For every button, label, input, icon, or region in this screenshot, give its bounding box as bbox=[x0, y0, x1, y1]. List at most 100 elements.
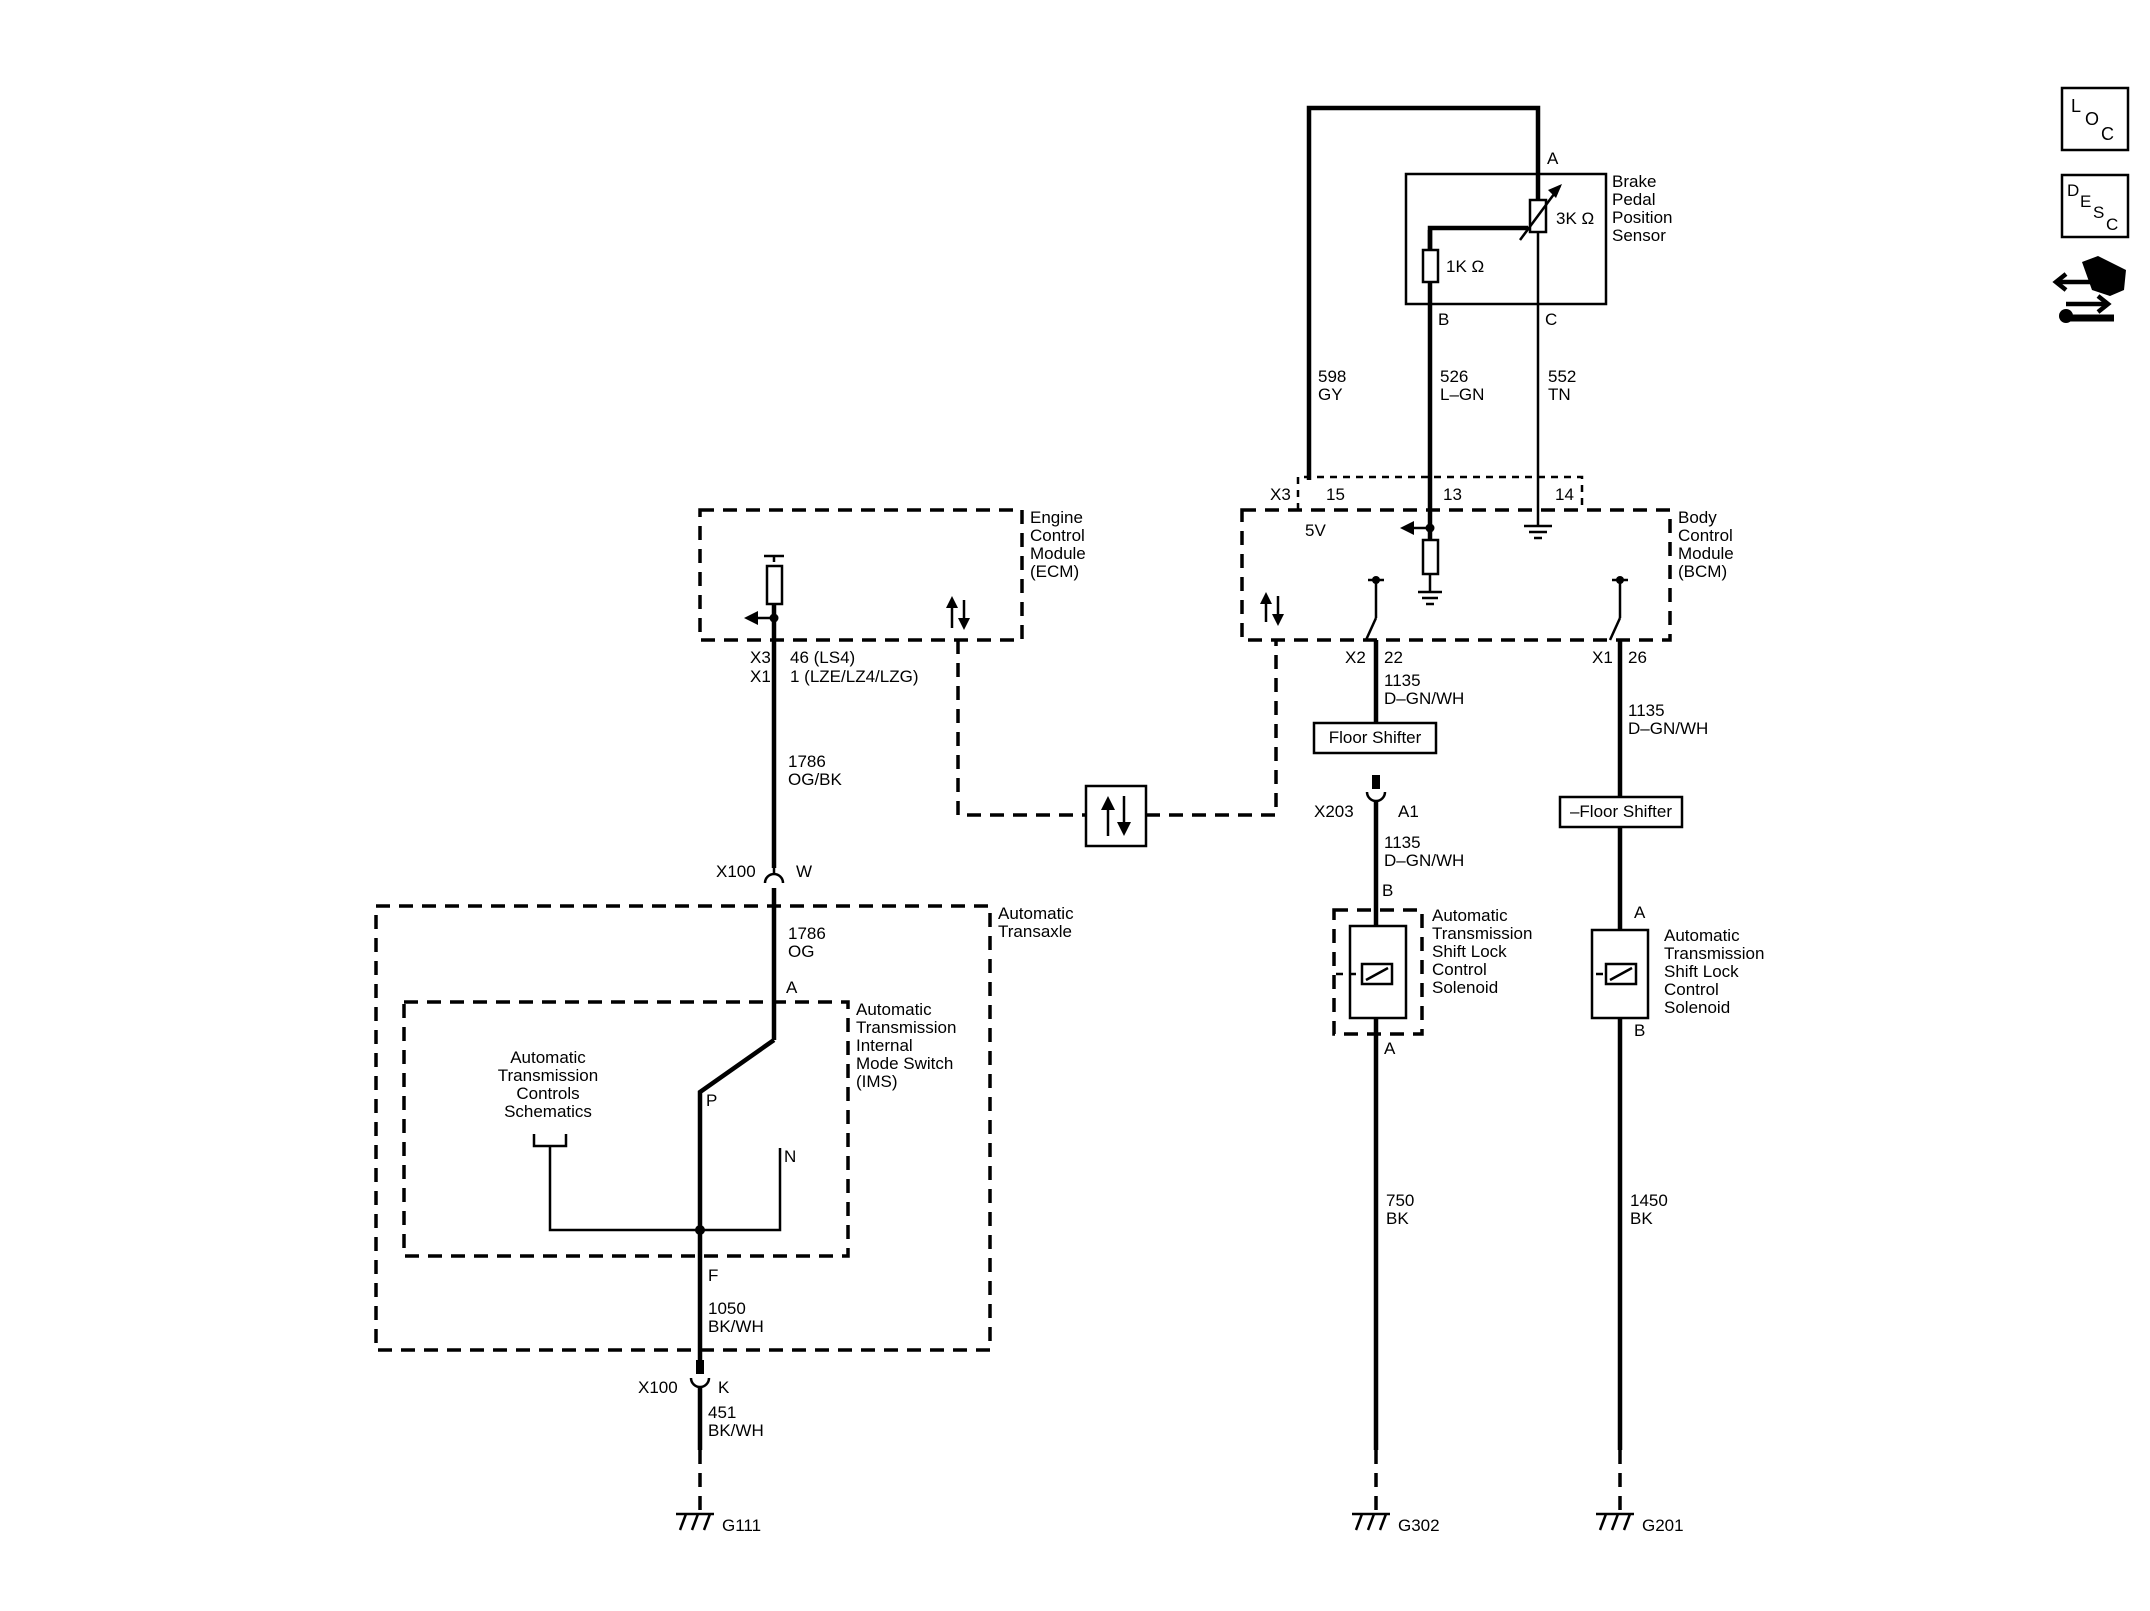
body-control-module: X3 15 13 14 5V Body Control Module (BCM) bbox=[1240, 475, 1734, 667]
mid-solenoid-3: Shift Lock bbox=[1432, 942, 1507, 961]
brake-pedal-position-sensor: 1K Ω 3K Ω A B C Brake Pedal Position Sen… bbox=[1404, 149, 1672, 329]
mid-solenoid-2: Transmission bbox=[1432, 924, 1532, 943]
location-button[interactable]: L O C bbox=[2060, 86, 2130, 152]
connector-tool-icon[interactable] bbox=[2052, 256, 2126, 323]
right-solenoid-3: Shift Lock bbox=[1664, 962, 1739, 981]
internal-mode-switch: Automatic Transmission Internal Mode Swi… bbox=[402, 1000, 956, 1258]
controls-schematic-2[interactable]: Transmission bbox=[498, 1066, 598, 1085]
mid-solenoid-1: Automatic bbox=[1432, 906, 1508, 925]
right-solenoid-5: Solenoid bbox=[1664, 998, 1730, 1017]
engine-control-module: Engine Control Module (ECM) X3 46 (LS4) … bbox=[698, 508, 1086, 686]
automatic-transaxle: Automatic Transaxle bbox=[374, 904, 1074, 1352]
left-wire4-circuit: 451 bbox=[708, 1403, 736, 1422]
right-solenoid-4: Control bbox=[1664, 980, 1719, 999]
middle-circuit: 1135 D–GN/WH Floor Shifter X203 A1 1135 … bbox=[1312, 640, 1532, 1535]
ecm-pin-x1: 1 (LZE/LZ4/LZG) bbox=[790, 667, 918, 686]
sensor-pin-b: B bbox=[1438, 310, 1449, 329]
right-wire1-color: D–GN/WH bbox=[1628, 719, 1708, 738]
ecm-name-4: (ECM) bbox=[1030, 562, 1079, 581]
bcm-pin-13: 13 bbox=[1443, 485, 1462, 504]
controls-schematic-3[interactable]: Controls bbox=[516, 1084, 579, 1103]
right-solenoid-1: Automatic bbox=[1664, 926, 1740, 945]
top-wire-labels: 598 GY 526 L–GN 552 TN bbox=[1318, 367, 1576, 404]
right-circuit: 1135 D–GN/WH –Floor Shifter A B Automati… bbox=[1558, 640, 1764, 1535]
left-pin-w: W bbox=[796, 862, 812, 881]
left-wire1-circuit: 1786 bbox=[788, 752, 826, 771]
wire-526-circuit: 526 bbox=[1440, 367, 1468, 386]
resistor-1k-label: 1K Ω bbox=[1446, 257, 1484, 276]
mid-wire3-color: BK bbox=[1386, 1209, 1409, 1228]
ecm-conn-x3: X3 bbox=[750, 648, 771, 667]
resistor-3k-label: 3K Ω bbox=[1556, 209, 1594, 228]
controls-schematic-1[interactable]: Automatic bbox=[510, 1048, 586, 1067]
sensor-name-2: Pedal bbox=[1612, 190, 1655, 209]
bcm-conn-x2: X2 bbox=[1345, 648, 1366, 667]
right-wire2-color: BK bbox=[1630, 1209, 1653, 1228]
mid-x203: X203 bbox=[1314, 802, 1354, 821]
desc-letter-s: S bbox=[2093, 203, 2104, 222]
ground-g201: G201 bbox=[1642, 1516, 1684, 1535]
bcm-pin-14: 14 bbox=[1555, 485, 1574, 504]
ecm-name-3: Module bbox=[1030, 544, 1086, 563]
ims-name-4: Mode Switch bbox=[856, 1054, 953, 1073]
controls-schematic-4[interactable]: Schematics bbox=[504, 1102, 592, 1121]
sensor-pin-c: C bbox=[1545, 310, 1557, 329]
sensor-name-1: Brake bbox=[1612, 172, 1656, 191]
left-wire3-circuit: 1050 bbox=[708, 1299, 746, 1318]
desc-letter-c: C bbox=[2106, 215, 2118, 234]
ims-name-3: Internal bbox=[856, 1036, 913, 1055]
left-pin-k: K bbox=[718, 1378, 730, 1397]
bcm-name-4: (BCM) bbox=[1678, 562, 1727, 581]
mid-wire2-color: D–GN/WH bbox=[1384, 851, 1464, 870]
bcm-pin-15: 15 bbox=[1326, 485, 1345, 504]
left-wire3-color: BK/WH bbox=[708, 1317, 764, 1336]
ims-pos-n: N bbox=[784, 1147, 796, 1166]
sensor-name-4: Sensor bbox=[1612, 226, 1666, 245]
bcm-pin-26: 26 bbox=[1628, 648, 1647, 667]
mid-wire1-color: D–GN/WH bbox=[1384, 689, 1464, 708]
right-wire2-circuit: 1450 bbox=[1630, 1191, 1668, 1210]
loc-letter-l: L bbox=[2071, 96, 2081, 116]
mid-pin-b: B bbox=[1382, 881, 1393, 900]
left-wire2-circuit: 1786 bbox=[788, 924, 826, 943]
desc-letter-d: D bbox=[2067, 181, 2079, 200]
right-solenoid-2: Transmission bbox=[1664, 944, 1764, 963]
left-wire1-color: OG/BK bbox=[788, 770, 843, 789]
sensor-name-3: Position bbox=[1612, 208, 1672, 227]
wire-552-circuit: 552 bbox=[1548, 367, 1576, 386]
ims-name-1: Automatic bbox=[856, 1000, 932, 1019]
wire-598-color: GY bbox=[1318, 385, 1343, 404]
mid-pin-a: A bbox=[1384, 1039, 1396, 1058]
mid-wire2-circuit: 1135 bbox=[1384, 833, 1421, 852]
mid-solenoid-4: Control bbox=[1432, 960, 1487, 979]
ims-pin-a: A bbox=[786, 978, 798, 997]
ecm-pin-x3: 46 (LS4) bbox=[790, 648, 855, 667]
transaxle-name-2: Transaxle bbox=[998, 922, 1072, 941]
no-floor-shifter-option-box: –Floor Shifter bbox=[1558, 795, 1684, 829]
left-circuit: 1786 OG/BK X100 W 1786 OG A P N Automati… bbox=[498, 640, 843, 1535]
left-x100-b: X100 bbox=[638, 1378, 678, 1397]
right-pin-b: B bbox=[1634, 1021, 1645, 1040]
right-pin-a: A bbox=[1634, 903, 1646, 922]
ims-name-5: (IMS) bbox=[856, 1072, 898, 1091]
loc-letter-o: O bbox=[2085, 109, 2099, 129]
ground-g302: G302 bbox=[1398, 1516, 1440, 1535]
description-button[interactable]: D E S C bbox=[2060, 173, 2130, 239]
mid-option-label: Floor Shifter bbox=[1329, 728, 1422, 747]
left-wire2-color: OG bbox=[788, 942, 814, 961]
bcm-name-2: Control bbox=[1678, 526, 1733, 545]
ims-pin-f: F bbox=[708, 1266, 718, 1285]
bcm-pin-22: 22 bbox=[1384, 648, 1403, 667]
transaxle-name-1: Automatic bbox=[998, 904, 1074, 923]
bcm-conn-x1: X1 bbox=[1592, 648, 1613, 667]
left-x100-a: X100 bbox=[716, 862, 756, 881]
bcm-5v-label: 5V bbox=[1305, 521, 1326, 540]
ecm-name-1: Engine bbox=[1030, 508, 1083, 527]
serial-data-bus bbox=[956, 640, 1278, 848]
wire-598-circuit: 598 bbox=[1318, 367, 1346, 386]
right-option-label: –Floor Shifter bbox=[1570, 802, 1672, 821]
loc-letter-c: C bbox=[2101, 124, 2114, 144]
ground-g111: G111 bbox=[722, 1516, 761, 1535]
mid-wire1-circuit: 1135 bbox=[1384, 671, 1421, 690]
